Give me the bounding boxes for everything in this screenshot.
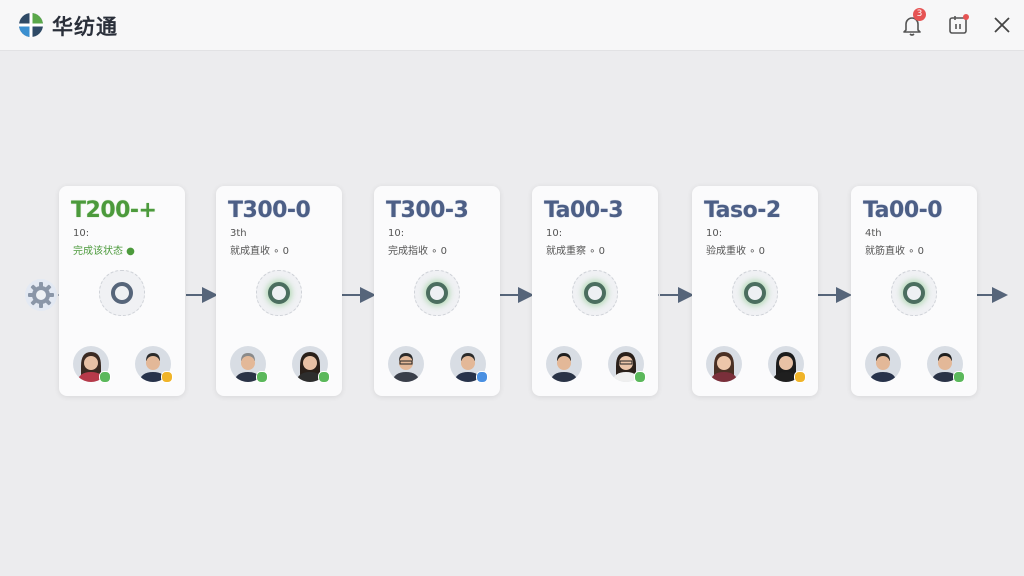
- status-badge: [794, 371, 806, 383]
- status-badge: [953, 371, 965, 383]
- card-count: 10:: [706, 228, 723, 239]
- start-gear-icon[interactable]: [24, 278, 58, 312]
- node-circle-icon: [584, 282, 606, 304]
- stage-card[interactable]: Ta00-0 4th 就筋直收 ∘ 0: [851, 186, 977, 396]
- card-status: 就成直收 ∘ 0: [230, 246, 289, 257]
- avatar[interactable]: [865, 346, 901, 382]
- card-title: Ta00-3: [544, 198, 624, 223]
- card-count: 10:: [73, 228, 90, 239]
- card-status: 就筋直收 ∘ 0: [865, 246, 924, 257]
- notification-bell-icon[interactable]: 3: [900, 8, 926, 37]
- notification-badge: 3: [913, 8, 926, 21]
- card-status: 验成重收 ∘ 0: [706, 246, 765, 257]
- status-badge: [161, 371, 173, 383]
- person-avatar-icon: [865, 346, 901, 382]
- top-bar: 华纺通 3: [0, 0, 1024, 51]
- card-count: 10:: [388, 228, 405, 239]
- close-icon[interactable]: [990, 13, 1014, 37]
- avatar[interactable]: [546, 346, 582, 382]
- node-circle-icon: [268, 282, 290, 304]
- card-title: Ta00-0: [863, 198, 943, 223]
- app-title: 华纺通: [52, 15, 118, 39]
- card-title: T300-0: [228, 198, 311, 223]
- card-title: T300-3: [386, 198, 469, 223]
- status-badge: [634, 371, 646, 383]
- avatar[interactable]: [450, 346, 488, 383]
- avatar[interactable]: [706, 346, 742, 382]
- stage-card[interactable]: T200-+ 10: 完成该状态 ●: [59, 186, 185, 396]
- avatar[interactable]: [230, 346, 268, 383]
- stage-card[interactable]: Ta00-3 10: 就成重察 ∘ 0: [532, 186, 658, 396]
- node-circle-icon: [111, 282, 133, 304]
- person-avatar-icon: [388, 346, 424, 382]
- status-badge: [256, 371, 268, 383]
- stage-card[interactable]: T300-3 10: 完成指收 ∘ 0: [374, 186, 500, 396]
- stage-node[interactable]: [256, 270, 302, 316]
- avatar[interactable]: [608, 346, 646, 383]
- stage-node[interactable]: [572, 270, 618, 316]
- node-circle-icon: [744, 282, 766, 304]
- node-circle-icon: [426, 282, 448, 304]
- card-status: 完成该状态 ●: [73, 246, 135, 257]
- card-status: 完成指收 ∘ 0: [388, 246, 447, 257]
- stage-card[interactable]: Taso-2 10: 验成重收 ∘ 0: [692, 186, 818, 396]
- app-logo-icon: [18, 12, 44, 38]
- stage-node[interactable]: [891, 270, 937, 316]
- avatar[interactable]: [927, 346, 965, 383]
- avatar[interactable]: [73, 346, 111, 383]
- person-avatar-icon: [608, 346, 644, 382]
- person-avatar-icon: [546, 346, 582, 382]
- card-count: 3th: [230, 228, 247, 239]
- card-title: Taso-2: [704, 198, 781, 223]
- avatar[interactable]: [768, 346, 806, 383]
- avatar[interactable]: [388, 346, 424, 382]
- stage-node[interactable]: [732, 270, 778, 316]
- node-circle-icon: [903, 282, 925, 304]
- stage-card[interactable]: T300-0 3th 就成直收 ∘ 0: [216, 186, 342, 396]
- status-badge: [99, 371, 111, 383]
- card-title: T200-+: [71, 198, 157, 223]
- avatar[interactable]: [292, 346, 330, 383]
- stage-node[interactable]: [414, 270, 460, 316]
- status-badge: [476, 371, 488, 383]
- calendar-icon[interactable]: [946, 13, 970, 37]
- stage-node[interactable]: [99, 270, 145, 316]
- calendar-dot: [963, 14, 969, 20]
- card-count: 4th: [865, 228, 882, 239]
- card-count: 10:: [546, 228, 563, 239]
- avatar[interactable]: [135, 346, 173, 383]
- person-avatar-icon: [230, 346, 266, 382]
- card-status: 就成重察 ∘ 0: [546, 246, 605, 257]
- person-avatar-icon: [768, 346, 804, 382]
- person-avatar-icon: [706, 346, 742, 382]
- status-badge: [318, 371, 330, 383]
